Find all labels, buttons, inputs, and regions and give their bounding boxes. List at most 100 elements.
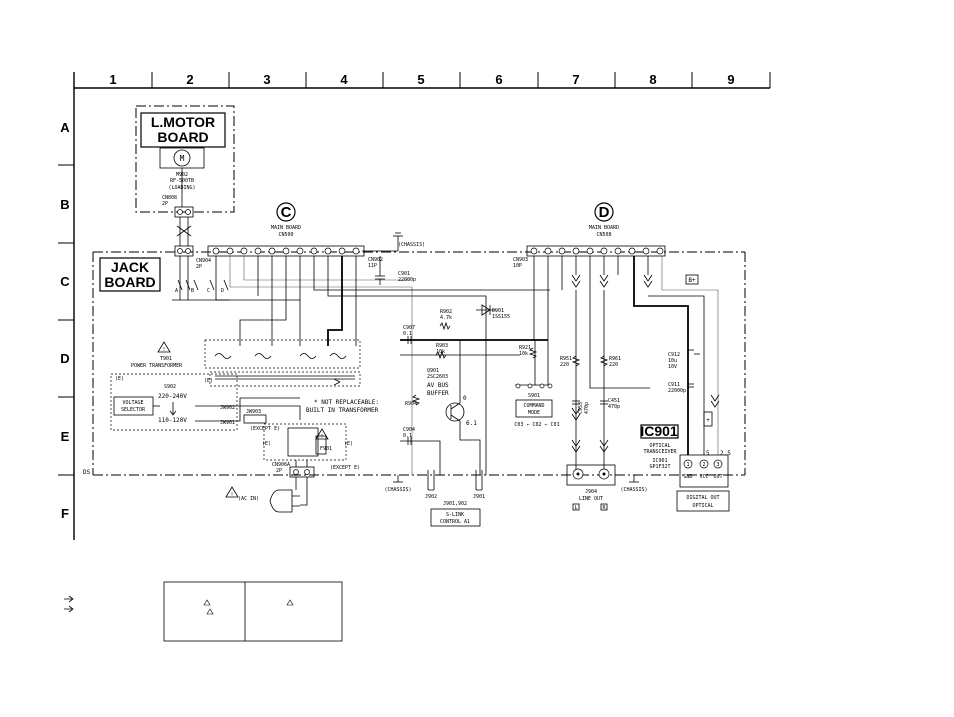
- jw903-ref: JW903: [246, 409, 261, 415]
- r903-resistor: R903 10k: [435, 343, 448, 360]
- svg-text:C: C: [207, 288, 210, 294]
- connector-d-board: MAIN BOARD: [589, 225, 619, 231]
- column-labels: 1 2 3 4 5 6 7 8 9: [109, 72, 734, 87]
- motor-link: [176, 217, 192, 246]
- col-label-3: 3: [263, 72, 270, 87]
- ic901-pin-2: VCC: [699, 474, 708, 480]
- row-label-b: B: [60, 197, 69, 212]
- svg-text:D: D: [221, 288, 224, 294]
- connector-c-ref: CN500: [278, 232, 293, 238]
- q901-transistor: Q901 2SC2603 AV BUS BUFFER 0 6.1: [427, 368, 477, 427]
- c907-capacitor: C907 0.1: [403, 325, 415, 344]
- jack-board-title-1: JACK: [111, 259, 149, 275]
- cn903-pin: [614, 247, 622, 255]
- transformer-block: ! T901 POWER TRANSFORMER (E): [131, 339, 361, 387]
- cn903-pin: [642, 247, 650, 255]
- svg-text:!: !: [230, 492, 233, 498]
- r951-ref: R951: [560, 356, 572, 362]
- svg-text:3: 3: [716, 462, 719, 468]
- selector-label-1: VOLTAGE: [122, 400, 143, 406]
- row-label-c: C: [60, 274, 70, 289]
- note-line-1: * NOT REPLACEABLE:: [314, 399, 379, 406]
- r904-resistor: R904: [405, 394, 421, 407]
- ic901-block: IC901 OPTICAL TRANSCEIVER IC901 GP1F32T …: [640, 423, 731, 512]
- cn903-pins: 10P: [513, 263, 522, 269]
- jack-board-title-2: BOARD: [104, 274, 155, 290]
- signal-arrows: B+ +: [571, 274, 720, 453]
- digital-out-1: DIGITAL OUT: [686, 495, 719, 501]
- cn808-ref: CN808: [162, 195, 177, 201]
- grid-frame: [58, 72, 771, 540]
- svg-text:B+: B+: [688, 277, 696, 284]
- svg-text:+: +: [706, 417, 710, 424]
- chassis-ground-bottom-right: (CHASSIS): [620, 475, 648, 493]
- chassis-ground-top: (CHASSIS): [362, 232, 425, 252]
- cn903-pin: [600, 247, 608, 255]
- cn903-pin: [656, 247, 664, 255]
- d901-diode: D901 1SS155: [476, 304, 510, 320]
- cn902-pin: [324, 247, 332, 255]
- cn902-pin: [254, 247, 262, 255]
- ic901-box-label: IC901: [640, 423, 678, 439]
- c953-capacitor: C953 470p: [572, 400, 590, 414]
- ds-label: DS: [83, 469, 91, 476]
- connector-c-letter: C: [281, 204, 292, 221]
- s901-ref: S901: [528, 393, 540, 399]
- cn903-wiring: [533, 256, 719, 455]
- svg-text:!: !: [162, 347, 165, 353]
- chassis-ground-bottom-left: (CHASSIS): [384, 475, 412, 493]
- cn902-pin: [282, 247, 290, 255]
- note-line-2: BUILT IN TRANSFORMER: [306, 407, 379, 414]
- ic901-pin-3: OUT: [713, 474, 722, 480]
- c904-capacitor: C904 0.1: [403, 427, 415, 445]
- c911-capacitor: C911 22000p: [668, 382, 694, 394]
- c451-ref: C451: [608, 398, 620, 404]
- connector-d: D MAIN BOARD CN508 CN903 10P: [513, 202, 666, 269]
- ic901-desc-1: OPTICAL: [649, 443, 670, 449]
- t901-desc: POWER TRANSFORMER: [131, 363, 183, 369]
- e-mark-4: (E): [344, 441, 353, 447]
- s902-ref: S902: [164, 384, 176, 390]
- cn903-pin: [530, 247, 538, 255]
- cn808-pins: 2P: [162, 201, 168, 207]
- d901-ref: D901: [492, 308, 504, 314]
- except-e-label-1: (EXCEPT E): [250, 426, 280, 432]
- cn904-pins: 2P: [196, 264, 202, 270]
- cn902-ref: CN902: [368, 257, 383, 263]
- motor-board-title-2: BOARD: [157, 129, 208, 145]
- cn903-ref: CN903: [513, 257, 528, 263]
- cn903-pin: [628, 247, 636, 255]
- chassis-top-label: (CHASSIS): [398, 242, 425, 248]
- motor-board-title-1: L.MOTOR: [151, 114, 215, 130]
- cn906-ref: CN906A: [272, 462, 290, 468]
- r921-ref: R921: [519, 345, 531, 351]
- col-label-1: 1: [109, 72, 116, 87]
- jack-switch-group: A B C D: [172, 279, 230, 301]
- j904-right: R: [602, 505, 606, 511]
- r902-ref: R902: [440, 309, 452, 315]
- q901-part: 2SC2603: [427, 374, 448, 380]
- svg-text:2: 2: [702, 462, 705, 468]
- voltage-low: 110-120V: [158, 417, 187, 424]
- t901-ref: T901: [160, 356, 172, 362]
- r961-value: 220: [609, 362, 618, 368]
- cn902-pin: [310, 247, 318, 255]
- row-labels: A B C D E F: [60, 120, 70, 521]
- c912-val-1: 10u: [668, 358, 677, 364]
- r961-resistor: R961 220: [599, 290, 621, 475]
- connector-c: C MAIN BOARD CN500 CN902 11P: [207, 202, 383, 269]
- c451-capacitor: C451 470p: [600, 398, 620, 410]
- r921-value: 10k: [519, 351, 528, 357]
- s901-desc-2: MODE: [528, 410, 540, 416]
- c953-value: 470p: [584, 402, 590, 414]
- e-mark-2: (E): [115, 376, 124, 382]
- col-label-6: 6: [495, 72, 502, 87]
- j904-left: L: [574, 505, 577, 511]
- q901-ref: Q901: [427, 368, 439, 374]
- except-e-label-2: (EXCEPT E): [330, 465, 360, 471]
- svg-text:!: !: [320, 434, 323, 440]
- slink-jacks: J902 J901 J901,902 S-LINK CONTROL A1: [425, 470, 485, 527]
- motor-symbol: M: [159, 147, 205, 169]
- col-label-5: 5: [417, 72, 424, 87]
- row-label-d: D: [60, 351, 69, 366]
